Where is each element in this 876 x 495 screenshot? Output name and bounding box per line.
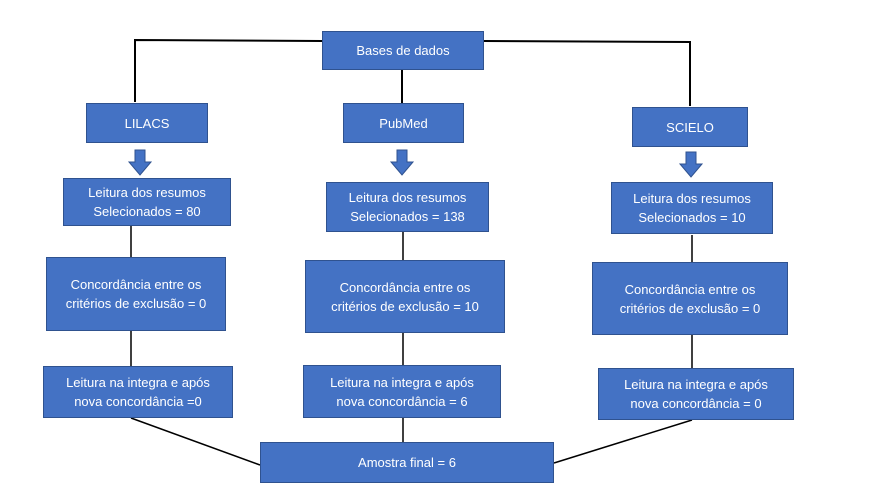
down-arrow-icon (127, 149, 153, 176)
source-node-lilacs: LILACS (86, 103, 208, 143)
agreement-node-scielo: Concordância entre os critérios de exclu… (592, 262, 788, 335)
agreement-node-pubmed: Concordância entre os critérios de exclu… (305, 260, 505, 333)
fulltext-node-pubmed: Leitura na integra e após nova concordân… (303, 365, 501, 418)
connector-lilacs-final (130, 417, 261, 466)
connector-scielo-final (553, 419, 693, 464)
down-arrow-icon (389, 149, 415, 176)
source-node-scielo: SCIELO (632, 107, 748, 147)
down-arrow-icon (678, 151, 704, 178)
final-node: Amostra final = 6 (260, 442, 554, 483)
connector-root-left (134, 38, 323, 102)
source-node-pubmed: PubMed (343, 103, 464, 143)
reading-node-pubmed: Leitura dos resumos Selecionados = 138 (326, 182, 489, 232)
fulltext-node-lilacs: Leitura na integra e após nova concordân… (43, 366, 233, 418)
connector-root-right (483, 40, 691, 106)
fulltext-node-scielo: Leitura na integra e após nova concordân… (598, 368, 794, 420)
reading-node-scielo: Leitura dos resumos Selecionados = 10 (611, 182, 773, 234)
agreement-node-lilacs: Concordância entre os critérios de exclu… (46, 257, 226, 331)
root-node: Bases de dados (322, 31, 484, 70)
reading-node-lilacs: Leitura dos resumos Selecionados = 80 (63, 178, 231, 226)
